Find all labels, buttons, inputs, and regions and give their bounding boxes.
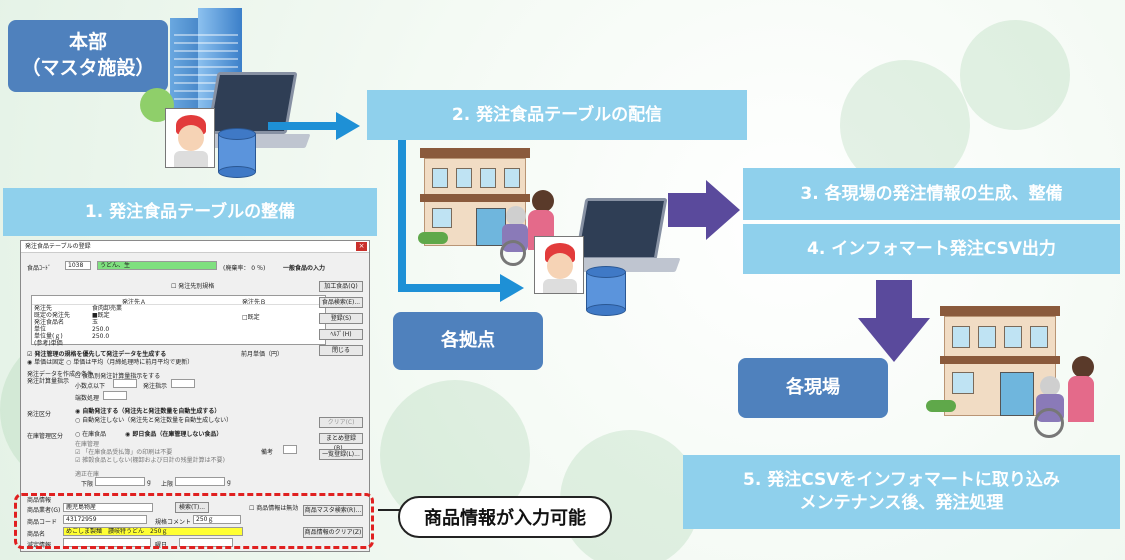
caregiver-icon [532,190,554,212]
arrow-to-site-base [398,140,406,290]
order-spec-select[interactable] [171,379,195,388]
site-elder-icon [1040,376,1060,396]
step3-box: 3. 各現場の発注情報の生成、整備 [743,168,1120,220]
product-clear-button[interactable]: 商品情報のクリア(Z) [303,527,363,538]
manage-priority-checkbox[interactable]: ☑ 発注管理の規格を優先して発注データを生成する [27,351,167,358]
step2-box: 2. 発注食品テーブルの配信 [367,90,747,140]
stock-radio[interactable]: ○ 在庫食品 [75,431,107,438]
close-icon[interactable]: × [356,242,367,251]
site-database-icon [586,266,626,316]
staff-avatar-icon [165,108,215,168]
food-search-button[interactable]: 食品検索(E)... [319,297,363,308]
close-button[interactable]: 閉じる [319,345,363,356]
vendor-field[interactable]: 鹿児島物産 [63,503,153,512]
precision-select[interactable] [103,391,127,400]
auto-order-radio[interactable]: ◉ 自動発注する（発注先と発注数量を自動生成する） [75,408,221,415]
food-code-label: 食品ｺｰﾄﾞ [27,265,52,272]
food-name-field[interactable]: うどん、生 [97,261,217,270]
price-fixed-radio[interactable]: ◉ 単価は固定 ○ 単価は平均（月締処理時に前月平均で更新） [27,359,194,366]
process-food-button[interactable]: 加工食品(Q) [319,281,363,292]
manual-order-radio[interactable]: ○ 自動発注しない（発注先と発注数量を自動生成しない） [75,417,233,424]
food-table-window: 発注食品テーブルの登録 × 食品ｺｰﾄﾞ 1038 うどん、生 (廃棄率： 0 … [20,240,370,552]
prev-price-label: 前月単価（円） [241,351,284,358]
product-invalid-checkbox[interactable]: ☐ 商品情報は無効 [249,505,299,512]
step1-box: 1. 発注食品テーブルの整備 [3,188,377,236]
vendor-search-button[interactable]: 検索(T)... [175,502,209,513]
elder-icon [506,206,526,226]
supplier-spec-checkbox[interactable]: ☐ 発注先別規格 [171,283,215,290]
window-titlebar: 発注食品テーブルの登録 × [21,241,369,253]
site-base-laptop-icon [574,198,668,260]
food-code-field[interactable]: 1038 [65,261,91,270]
product-name-field[interactable]: めごしま製麺 讃岐特うどん 250ｇ [63,527,243,536]
arrow-hq-to-distribution [268,122,338,130]
lower-field[interactable] [95,477,145,486]
callout-pointer [378,509,400,511]
clear-button[interactable]: クリア(C) [319,417,363,428]
bulk-register-button[interactable]: まとめ登録(B)... [319,433,363,452]
register-button[interactable]: 登録(S) [319,313,363,324]
site-label: 各現場 [738,358,888,418]
database-icon [218,128,256,178]
mode-label: 一般食品の入力 [283,265,326,272]
product-code-field[interactable]: 43172959 [63,515,147,524]
site-staff-avatar-icon [534,236,584,294]
round-select[interactable] [113,379,137,388]
daily-radio[interactable]: ◉ 即日食品（在庫管理しない食品） [125,431,223,438]
step5-box: 5. 発注CSVをインフォマートに取り込み メンテナンス後、発注処理 [683,455,1120,529]
list-register-button[interactable]: 一覧登録(L)... [319,449,363,460]
product-master-search-button[interactable]: 商品マスタ検索(R)... [303,505,363,516]
step4-box: 4. インフォマート発注CSV出力 [743,224,1120,274]
hq-label: 本部 （マスタ施設） [8,20,168,92]
spec-comment-field[interactable]: 250ｇ [193,515,241,524]
qty-check[interactable]: ☐ 食品別発注計算量指示をする [75,373,161,380]
site-base-label: 各拠点 [393,312,543,370]
help-button[interactable]: ﾍﾙﾌﾟ(H) [319,329,363,340]
arrow-to-step3 [668,193,708,227]
arrow-to-site [876,280,912,320]
site-caregiver-icon [1072,356,1094,378]
product-info-callout: 商品情報が入力可能 [398,496,612,538]
site-base-building-icon [420,148,530,248]
waste-rate: (廃棄率： 0 ％) [223,265,266,272]
product-info-highlight [14,493,374,549]
upper-field[interactable] [175,477,225,486]
supplier-grid[interactable]: 発注先Ａ 発注先Ｂ 発注先既定の発注先 発注食品名単位 単位量(ｇ)(参考)単価… [31,295,326,347]
note-field[interactable] [283,445,297,454]
